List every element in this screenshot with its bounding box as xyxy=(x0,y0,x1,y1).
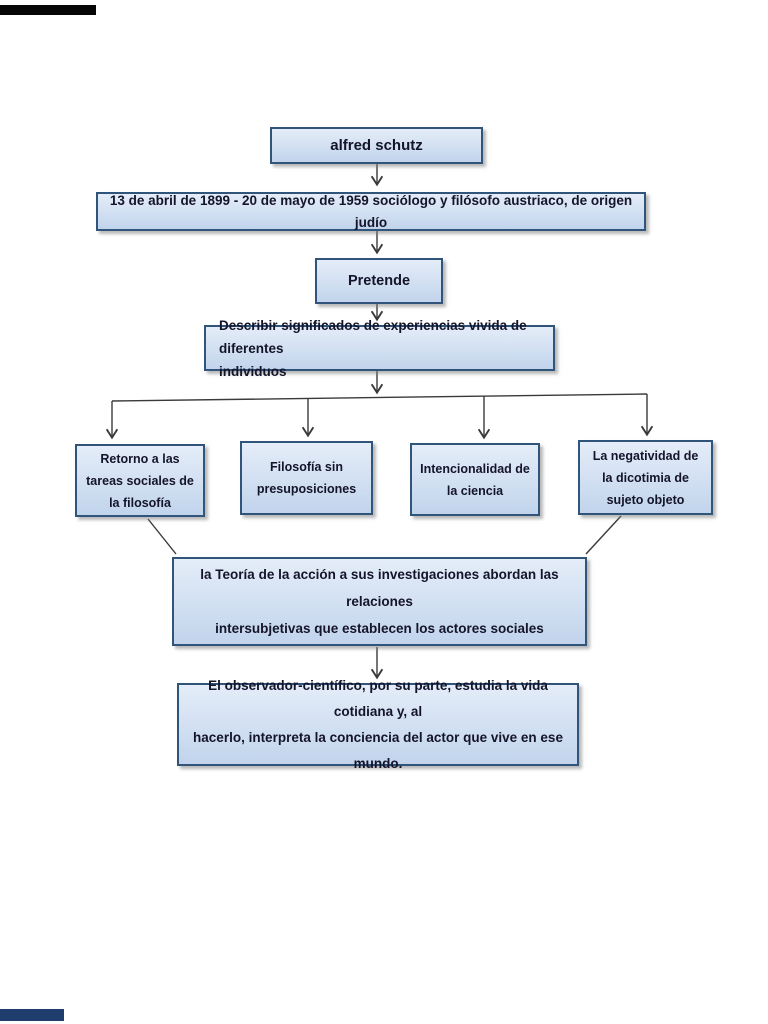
node-biography-label: 13 de abril de 1899 - 20 de mayo de 1959… xyxy=(109,192,633,230)
node-describir: Describir significados de experiencias v… xyxy=(204,318,555,379)
node-intencionalidad-line: Intencionalidad de xyxy=(420,461,530,476)
node-describir-line: individuos xyxy=(219,363,287,379)
viewer-loading-bar-top xyxy=(0,5,96,15)
node-biography: 13 de abril de 1899 - 20 de mayo de 1959… xyxy=(96,192,646,231)
node-retorno-line: Retorno a las xyxy=(100,451,180,466)
node-retorno: Retorno a las tareas sociales de la filo… xyxy=(75,444,205,517)
node-teoria-accion-line: intersubjetivas que establecen los actor… xyxy=(215,621,544,636)
node-negatividad-line: La negatividad de xyxy=(592,448,699,463)
node-pretende-label: Pretende xyxy=(347,273,411,289)
diagonal-retorno-teoria xyxy=(147,518,177,555)
viewer-loading-bar-bottom xyxy=(0,1009,64,1021)
node-intencionalidad: Intencionalidad de la ciencia xyxy=(410,443,540,516)
node-filosofia-line: Filosofía sin xyxy=(270,460,343,474)
node-teoria-accion: la Teoría de la acción a sus investigaci… xyxy=(172,557,587,646)
node-negatividad-line: la dicotimia de xyxy=(602,470,689,485)
node-filosofia-line: presuposiciones xyxy=(256,482,357,496)
node-filosofia: Filosofía sin presuposiciones xyxy=(240,441,373,515)
node-observador-line: hacerlo, interpreta la conciencia del ac… xyxy=(193,729,563,771)
node-intencionalidad-line: la ciencia xyxy=(446,483,504,498)
diagonal-negatividad-teoria xyxy=(585,515,622,555)
node-retorno-line: la filosofía xyxy=(109,495,171,510)
node-negatividad-line: sujeto objeto xyxy=(606,492,685,507)
node-describir-line: Describir significados de experiencias v… xyxy=(219,317,527,356)
node-observador: El observador-científico, por su parte, … xyxy=(177,678,579,771)
branch-horizontal-line xyxy=(111,393,648,402)
node-alfred-schutz-label: alfred schutz xyxy=(330,136,423,154)
node-negatividad: La negatividad de la dicotimia de sujeto… xyxy=(578,440,713,515)
node-alfred-schutz: alfred schutz xyxy=(270,127,483,164)
node-pretende: Pretende xyxy=(315,258,443,304)
node-observador-line: El observador-científico, por su parte, … xyxy=(208,677,548,719)
node-retorno-line: tareas sociales de xyxy=(86,473,194,488)
node-teoria-accion-line: la Teoría de la acción a sus investigaci… xyxy=(200,567,559,609)
